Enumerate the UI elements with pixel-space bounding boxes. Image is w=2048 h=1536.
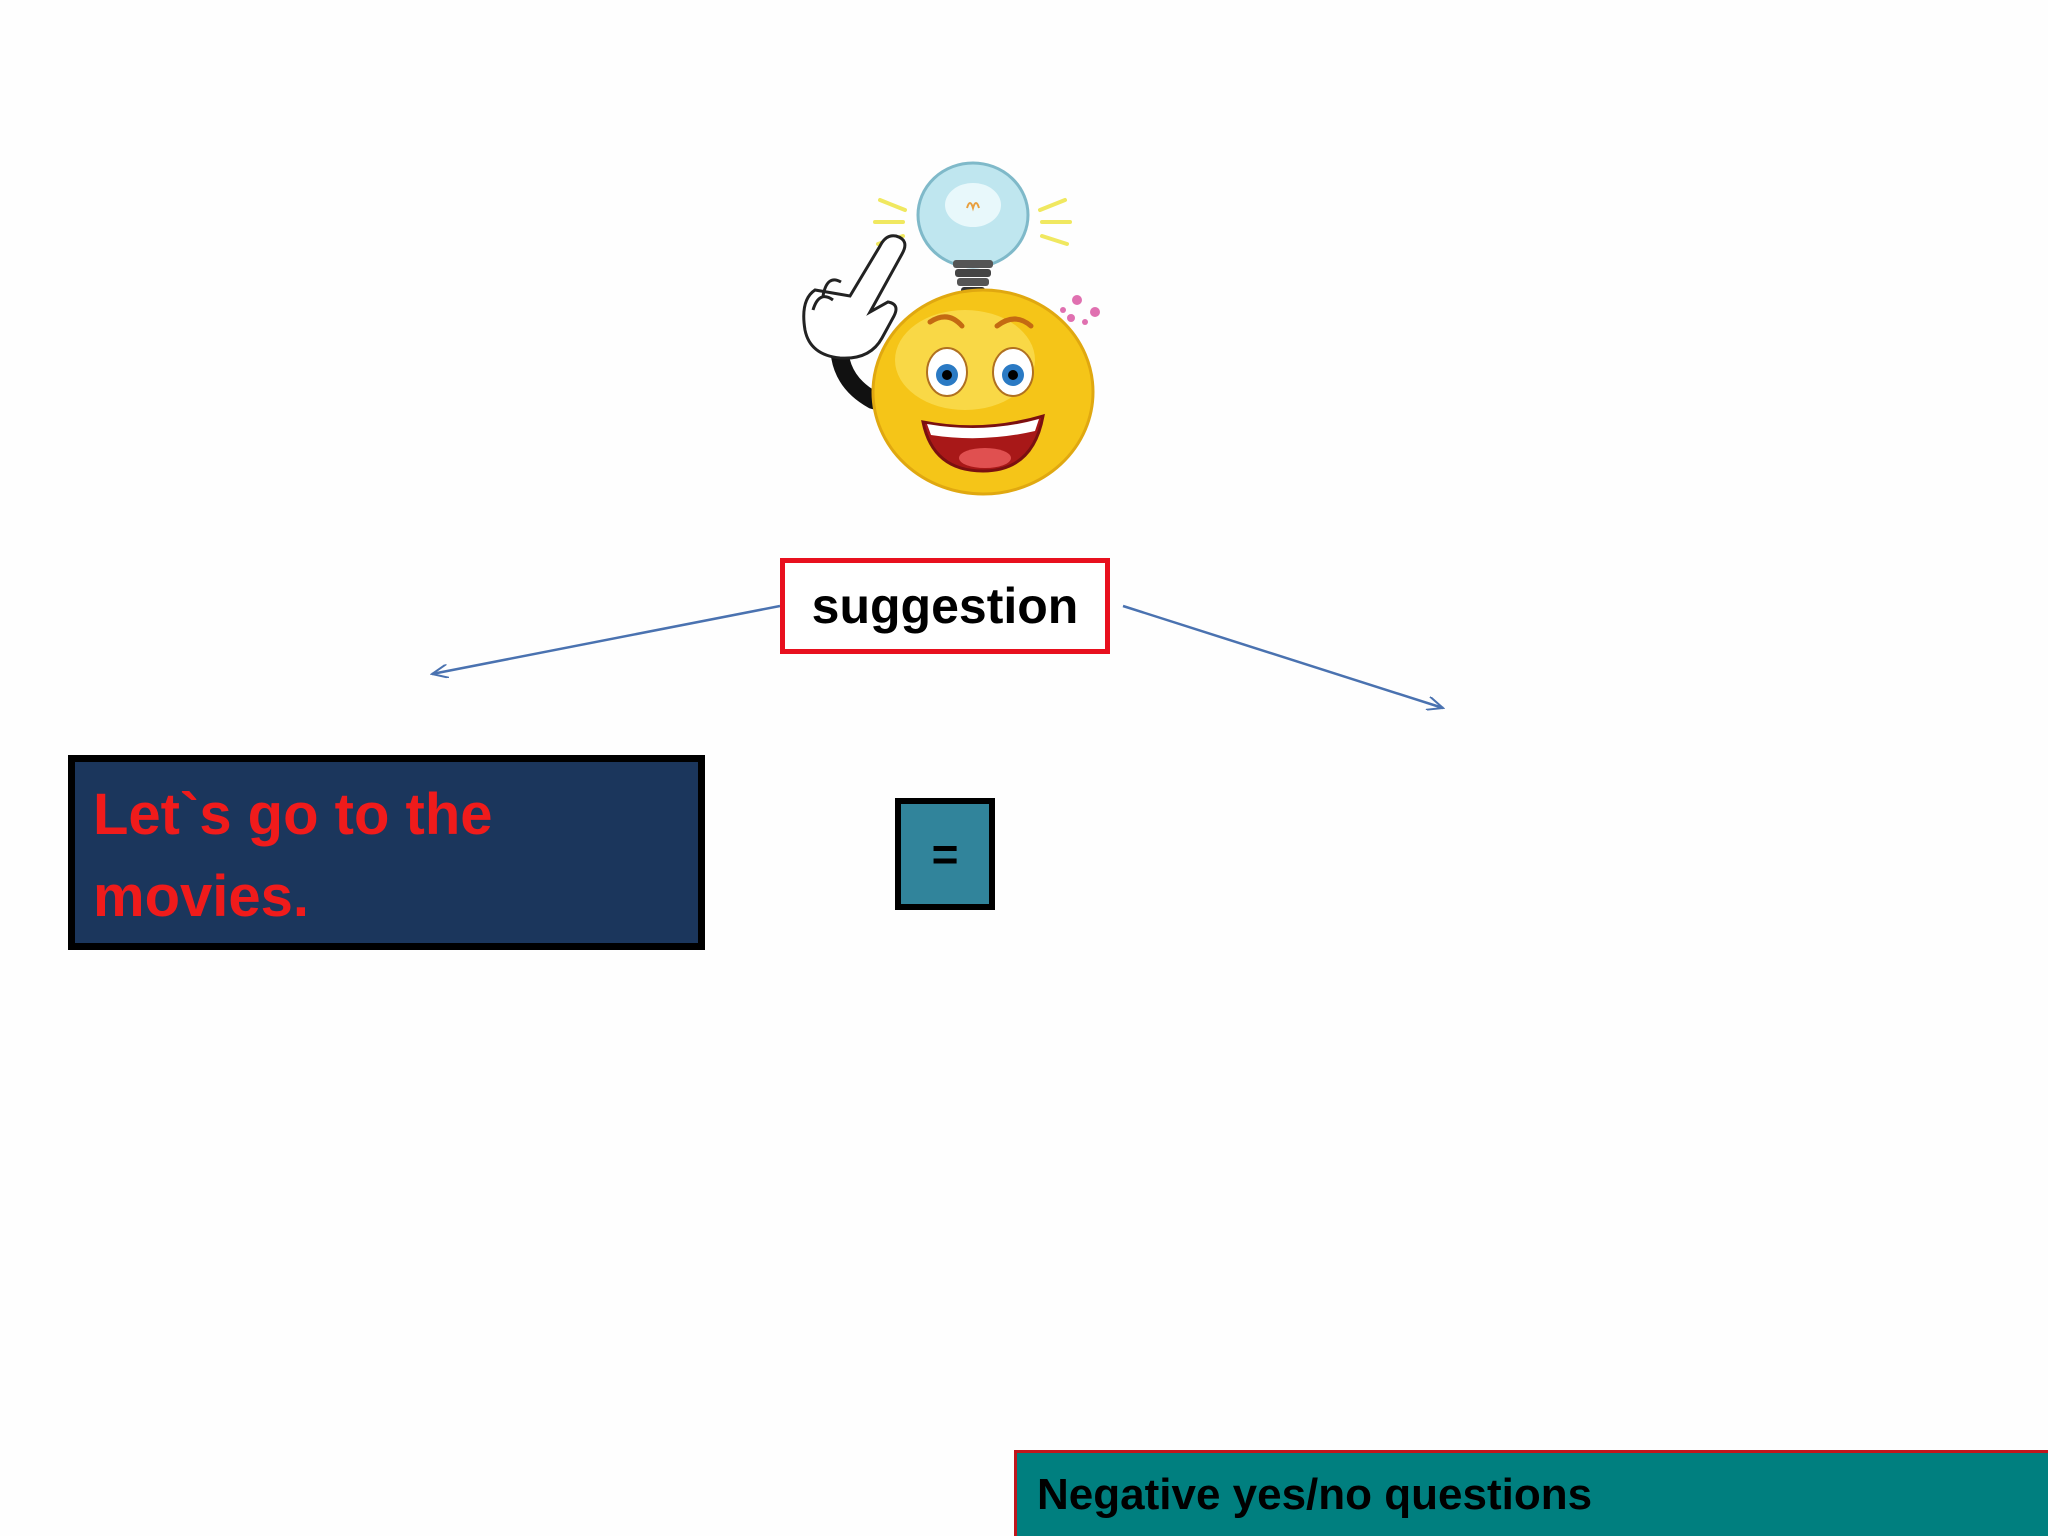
smiley-face [871, 288, 1095, 496]
equals-symbol: = [931, 828, 959, 880]
lightbulb [916, 161, 1030, 295]
arrow-left [432, 604, 781, 674]
suggestion-label-box: suggestion [780, 558, 1110, 654]
smiley-lightbulb-idea-icon [802, 161, 1100, 496]
arrow-right [1122, 604, 1443, 708]
footer-banner: Negative yes/no questions [1014, 1450, 2048, 1536]
suggestion-label: suggestion [811, 578, 1079, 634]
equals-box: = [895, 798, 995, 910]
pointing-hand [802, 234, 907, 360]
sparkle-dots [1060, 295, 1100, 325]
example-sentence-box: Let`s go to the movies. [68, 755, 705, 950]
example-sentence: Let`s go to the movies. [93, 782, 493, 929]
footer-title: Negative yes/no questions [1037, 1469, 1593, 1519]
